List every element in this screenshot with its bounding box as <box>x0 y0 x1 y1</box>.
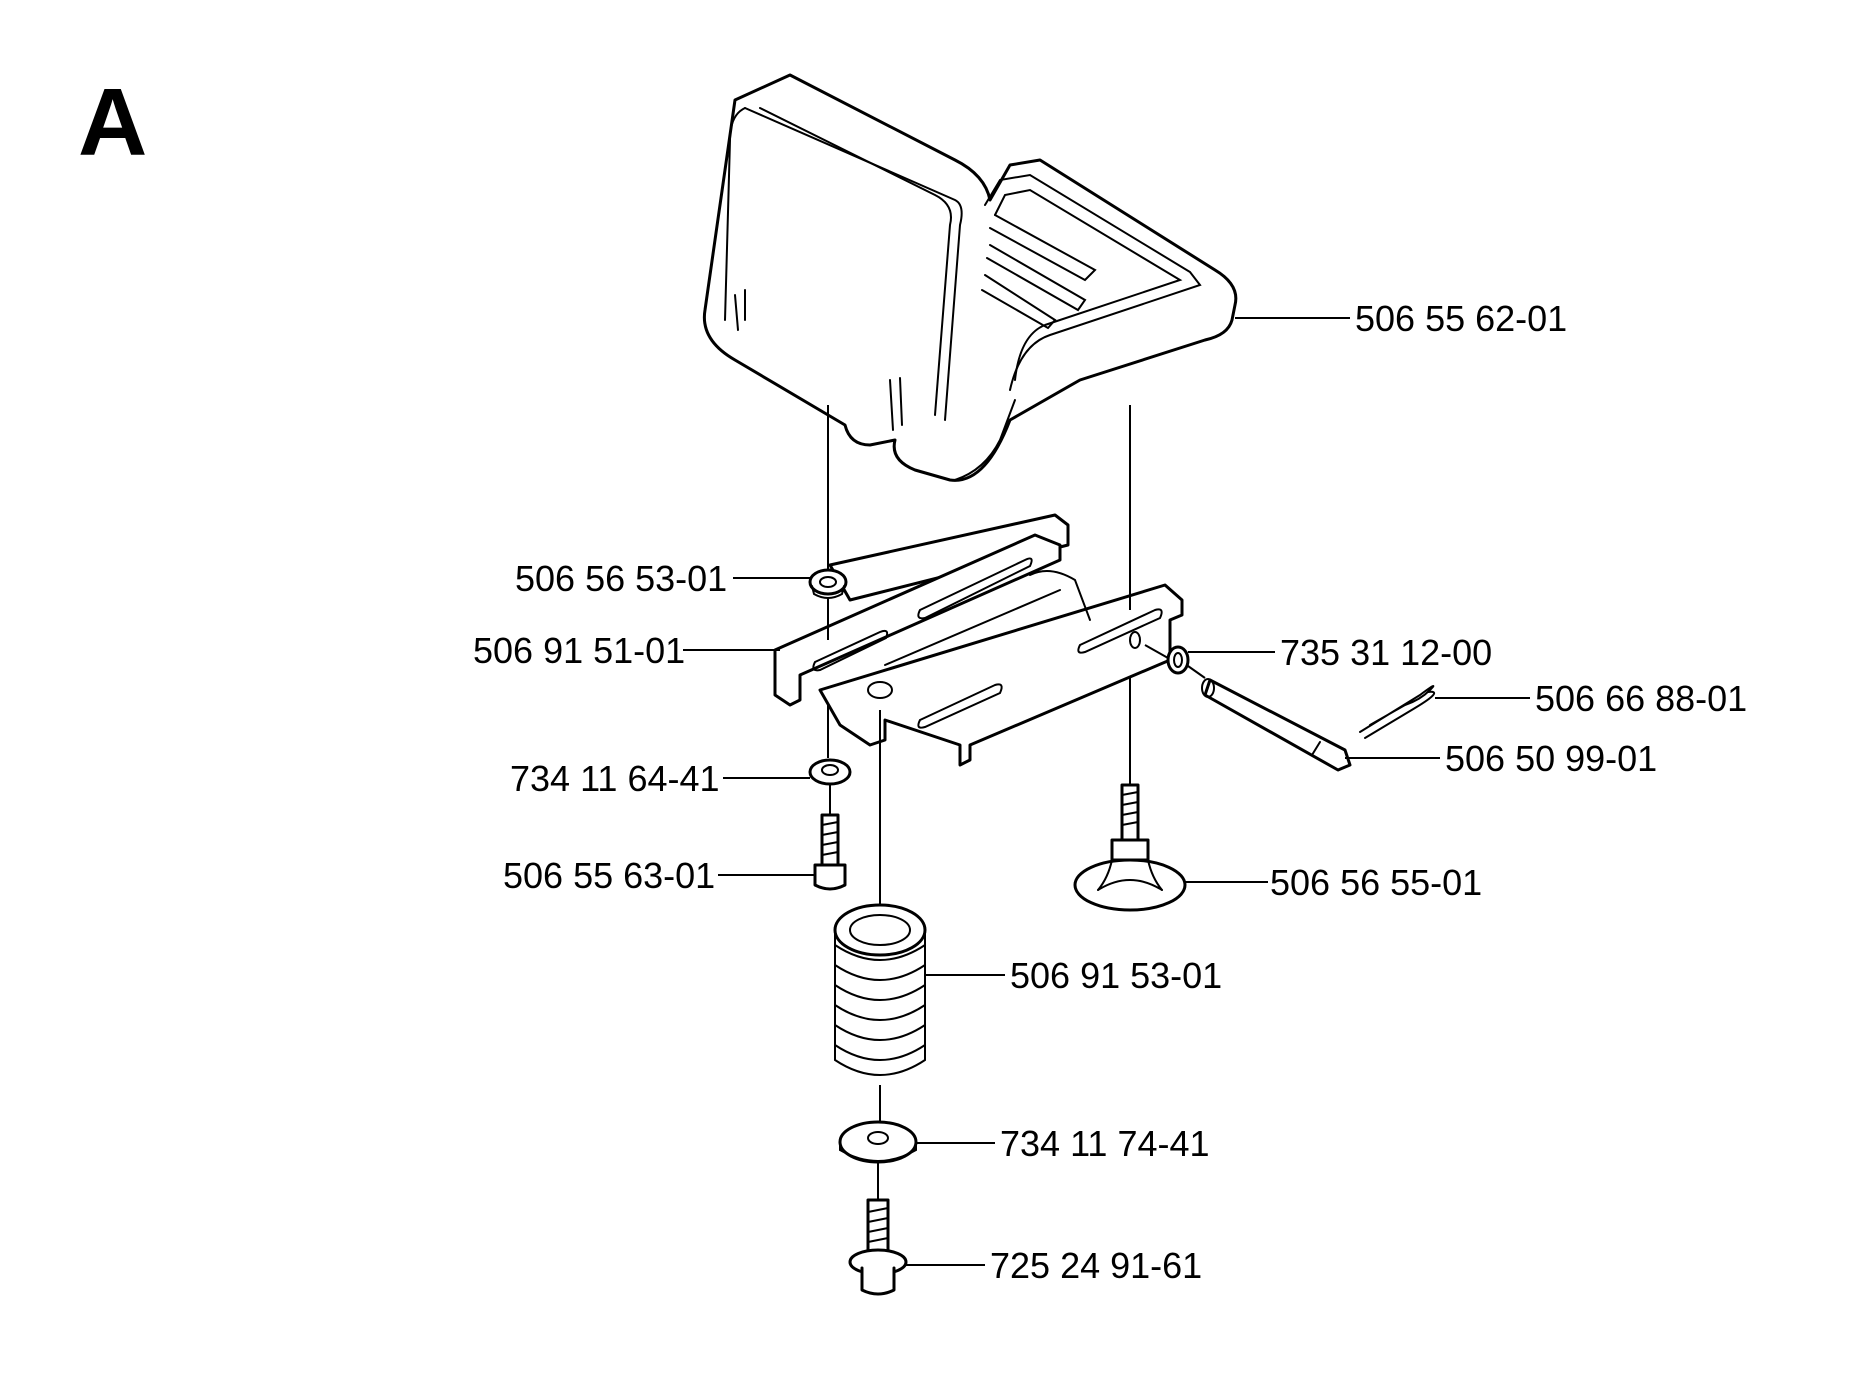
seat-drawing <box>702 73 1238 482</box>
screw-drawing <box>813 813 847 891</box>
label-knob[interactable]: 506 56 55-01 <box>1270 862 1482 903</box>
label-bolt[interactable]: 725 24 91-61 <box>990 1245 1202 1286</box>
bushing-drawing <box>808 568 848 599</box>
label-large-washer[interactable]: 734 11 74-41 <box>1000 1123 1210 1164</box>
label-small-washer[interactable]: 734 11 64-41 <box>510 758 720 799</box>
label-bracket[interactable]: 506 91 51-01 <box>473 630 685 671</box>
section-letter: A <box>78 69 147 176</box>
label-spring[interactable]: 506 91 53-01 <box>1010 955 1222 996</box>
knob-drawing <box>1073 783 1187 912</box>
assembly-lines <box>827 405 1206 1200</box>
pin-drawing <box>1201 678 1352 772</box>
label-pin[interactable]: 506 50 99-01 <box>1445 738 1657 779</box>
label-bushing[interactable]: 506 56 53-01 <box>515 558 727 599</box>
hair-pin-drawing <box>1359 685 1436 739</box>
large-washer-drawing <box>838 1120 918 1164</box>
label-screw[interactable]: 506 55 63-01 <box>503 855 715 896</box>
leader-lines <box>683 317 1530 1266</box>
small-washer-drawing <box>808 758 852 786</box>
bracket-drawing <box>773 513 1184 767</box>
label-hair-pin[interactable]: 506 66 88-01 <box>1535 678 1747 719</box>
bolt-drawing <box>848 1198 908 1296</box>
spring-drawing <box>833 903 927 1076</box>
label-seat[interactable]: 506 55 62-01 <box>1355 298 1567 339</box>
ring-drawing <box>1166 645 1190 675</box>
part-labels: 506 55 62-01 506 56 53-01 506 91 51-01 7… <box>473 298 1747 1286</box>
label-ring[interactable]: 735 31 12-00 <box>1280 632 1492 673</box>
